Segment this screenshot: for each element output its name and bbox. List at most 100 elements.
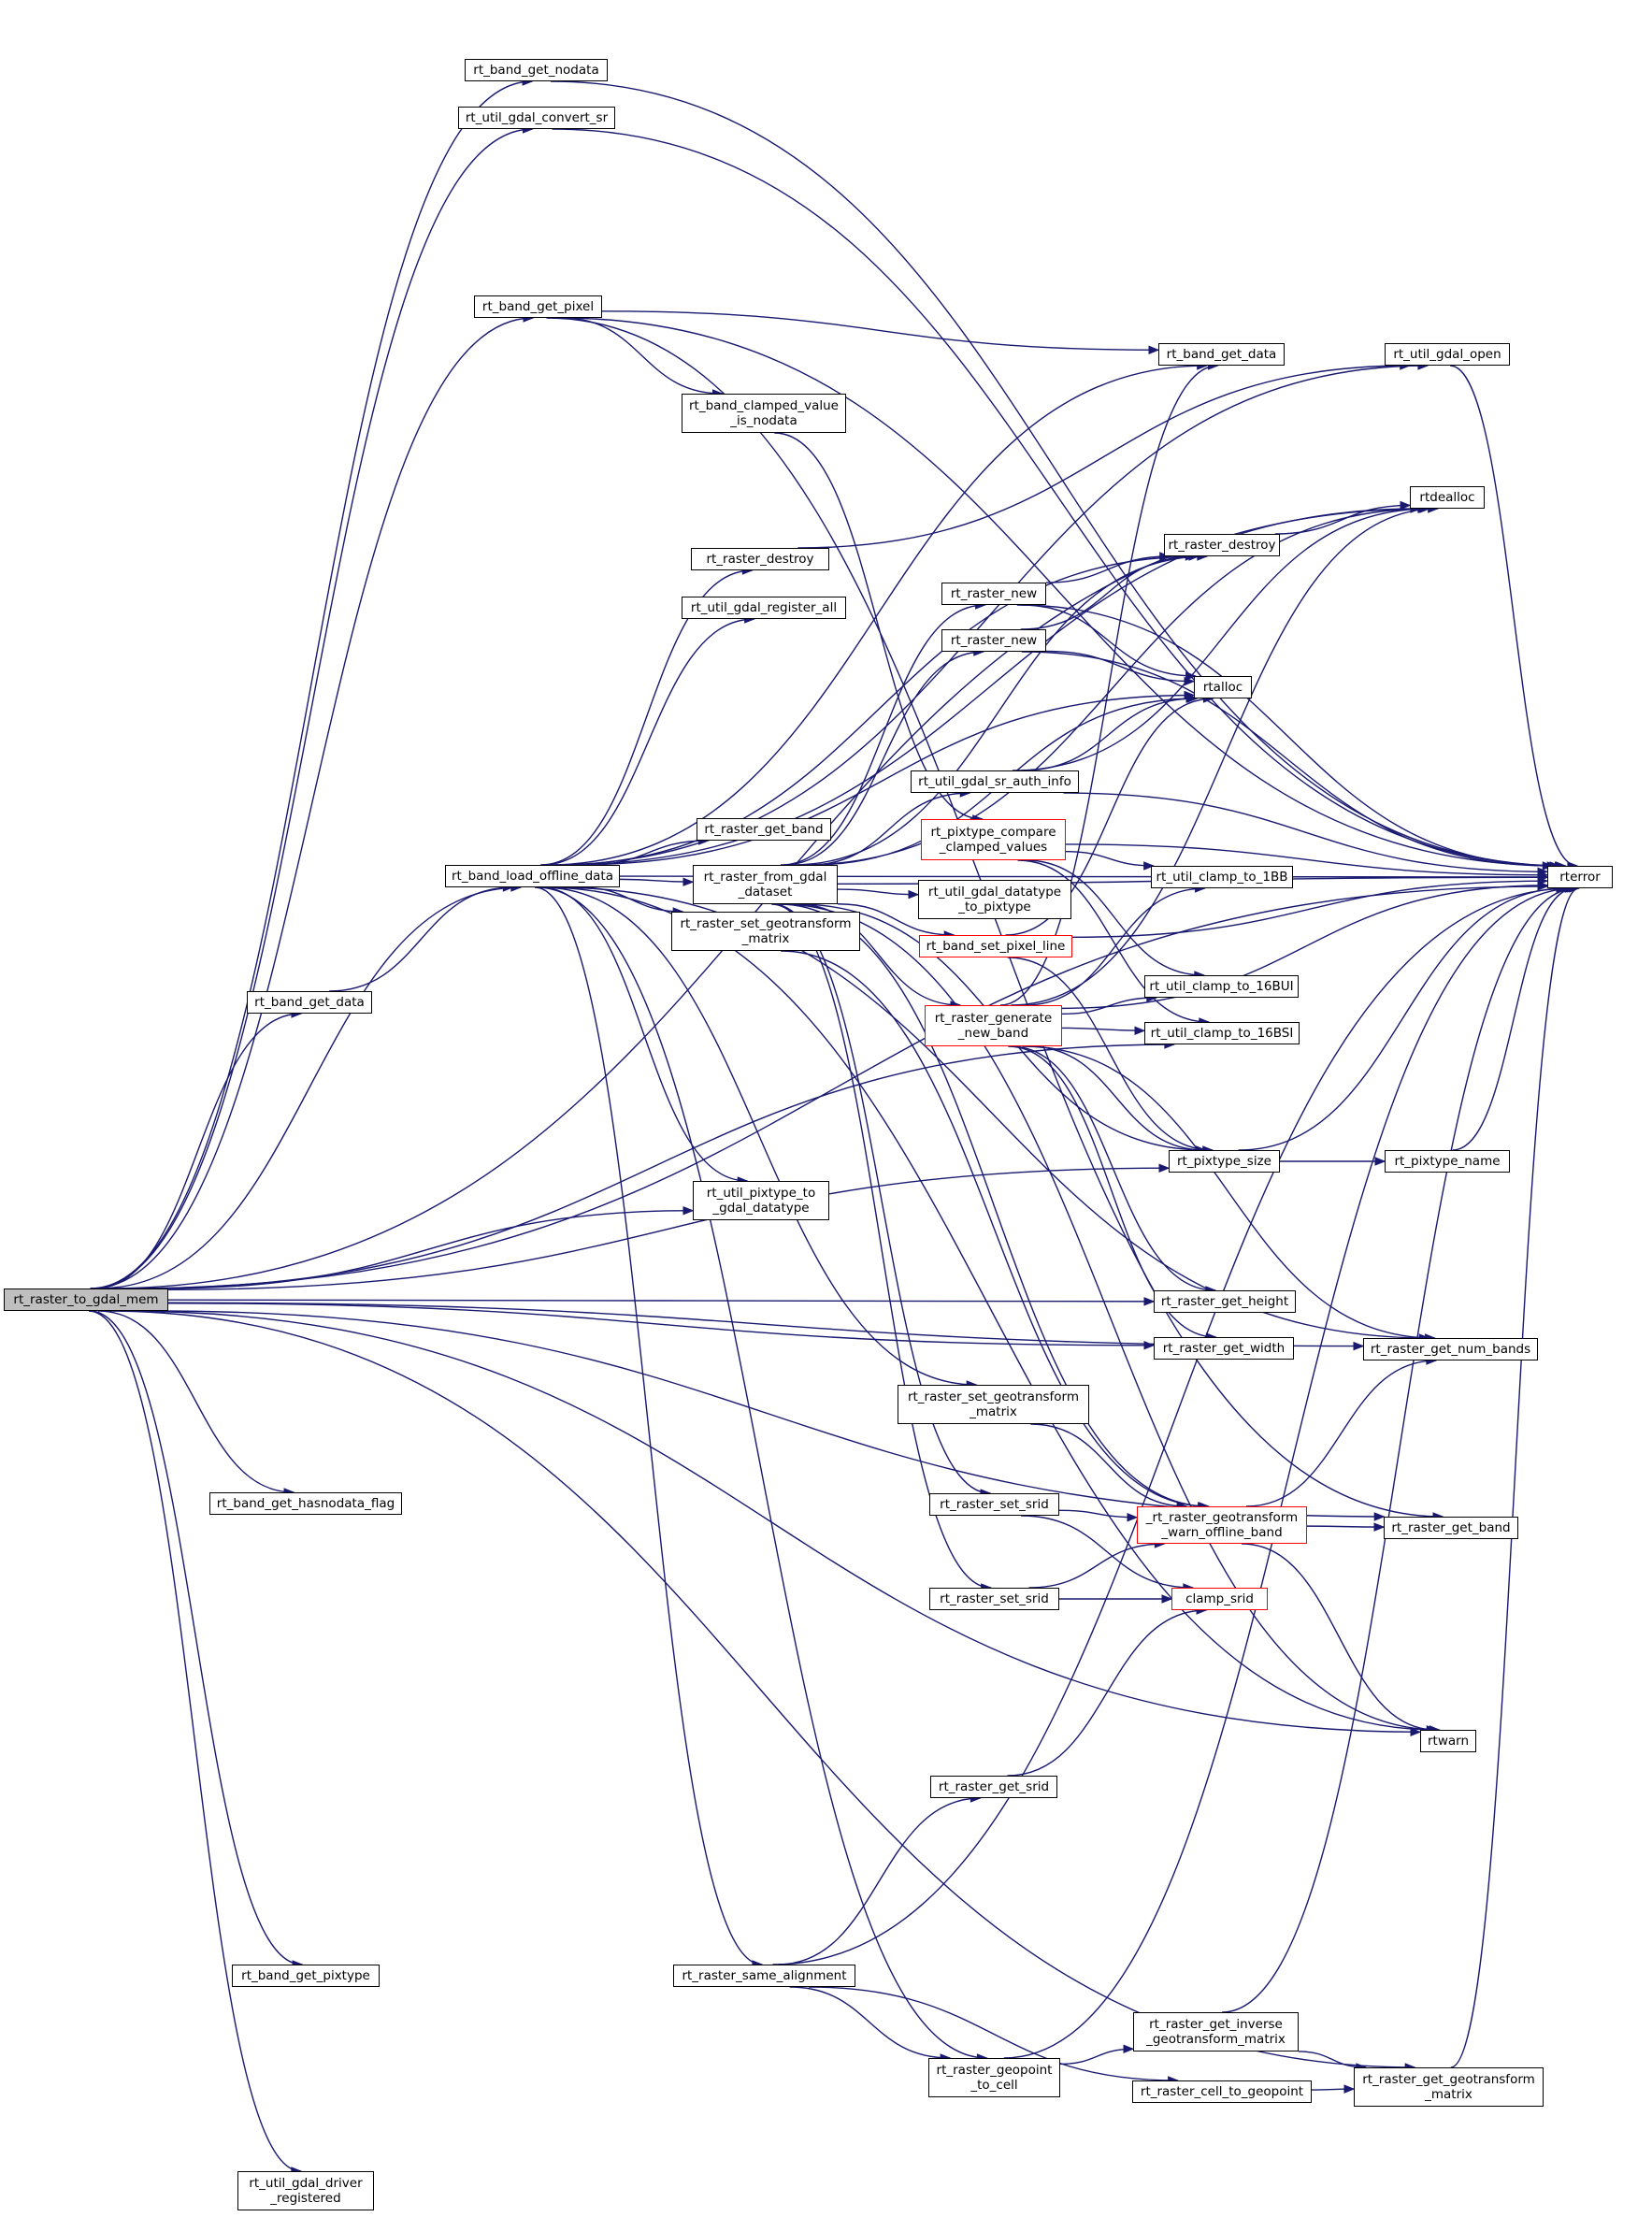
node-raster-get-band-mid[interactable]: rt_raster_get_band <box>697 818 831 841</box>
node-clamp-srid[interactable]: clamp_srid <box>1171 1588 1268 1610</box>
arrowhead <box>1373 1522 1386 1532</box>
node-band-get-nodata[interactable]: rt_band_get_nodata <box>465 59 608 81</box>
arrowhead <box>1374 1157 1386 1166</box>
node-util-gdal-convert-sr[interactable]: rt_util_gdal_convert_sr <box>458 107 615 129</box>
node-raster-new-1[interactable]: rt_raster_new <box>941 583 1046 605</box>
edge-band-load-offline-to-rtdealloc <box>559 508 1421 866</box>
edge-util-gdal-sr-auth-info-to-rterror <box>1063 792 1548 872</box>
edge-raster-set-geo-low-to-raster-geo-warn <box>1030 1423 1187 1507</box>
node-util-gdal-datatype[interactable]: rt_util_gdal_datatype _to_pixtype <box>918 880 1071 919</box>
arrowhead <box>1343 2084 1356 2094</box>
edge-band-load-offline-to-raster-destroy-right <box>555 555 1199 866</box>
edge-raster-new-1-to-rtalloc <box>1021 604 1196 677</box>
node-band-get-pixel[interactable]: rt_band_get_pixel <box>474 295 602 318</box>
edge-raster-new-2-to-rterror <box>1021 651 1553 867</box>
arrowhead <box>1373 1512 1386 1521</box>
node-raster-from-gdal[interactable]: rt_raster_from_gdal _dataset <box>693 865 838 904</box>
node-util-pixtype-to-gdal[interactable]: rt_util_pixtype_to _gdal_datatype <box>693 1181 829 1220</box>
edge-raster-generate-to-pixtype-size <box>1027 1045 1206 1151</box>
edge-pixtype-compare-to-util-clamp-1bb <box>1065 850 1154 867</box>
node-band-load-offline[interactable]: rt_band_load_offline_data <box>445 865 620 887</box>
edge-raster-from-gdal-to-raster-new-2 <box>783 651 984 866</box>
edge-root-to-raster-get-width <box>167 1303 1155 1346</box>
edge-root-to-band-get-data-left <box>94 1013 301 1289</box>
edge-raster-generate-to-rtdealloc <box>1011 508 1438 1006</box>
node-util-gdal-driver[interactable]: rt_util_gdal_driver _registered <box>237 2171 374 2210</box>
node-band-set-pixel-line[interactable]: rt_band_set_pixel_line <box>919 935 1072 957</box>
node-raster-set-srid-2[interactable]: rt_raster_set_srid <box>929 1588 1059 1610</box>
edge-raster-same-alignment-to-raster-get-srid <box>778 1797 981 1965</box>
node-raster-set-geo-mid[interactable]: rt_raster_set_geotransform _matrix <box>671 912 860 951</box>
edge-raster-new-2-to-rtalloc <box>1045 650 1195 683</box>
edge-raster-from-gdal-to-raster-geo-warn <box>779 903 1209 1507</box>
edge-band-load-offline-to-raster-from-gdal <box>619 878 694 883</box>
node-raster-get-srid[interactable]: rt_raster_get_srid <box>930 1776 1057 1798</box>
edge-raster-get-geotransform-to-rterror <box>1450 887 1579 2068</box>
edge-root-to-rtwarn <box>121 1310 1421 1733</box>
edge-root-to-rterror <box>125 885 1548 1289</box>
node-pixtype-compare[interactable]: rt_pixtype_compare _clamped_values <box>921 819 1066 860</box>
edge-util-gdal-open-to-rterror <box>1450 365 1577 867</box>
edge-band-load-offline-to-raster-get-band-mid <box>587 840 709 866</box>
edge-raster-from-gdal-to-band-set-pixel-line <box>837 903 955 936</box>
node-raster-geopoint-to-cell[interactable]: rt_raster_geopoint _to_cell <box>928 2058 1060 2097</box>
edge-band-get-pixel-to-band-get-data-top <box>601 310 1159 351</box>
edge-util-gdal-sr-auth-info-to-rtdealloc <box>1013 508 1429 771</box>
node-raster-get-height[interactable]: rt_raster_get_height <box>1154 1290 1296 1313</box>
arrowhead <box>1123 2044 1135 2054</box>
node-raster-get-num-bands[interactable]: rt_raster_get_num_bands <box>1363 1338 1538 1360</box>
edge-raster-get-inverse-to-rterror <box>1222 887 1577 2013</box>
node-raster-same-alignment[interactable]: rt_raster_same_alignment <box>673 1965 855 1987</box>
node-pixtype-name[interactable]: rt_pixtype_name <box>1385 1150 1510 1173</box>
node-raster-get-width[interactable]: rt_raster_get_width <box>1154 1337 1294 1360</box>
node-util-clamp-16bui[interactable]: rt_util_clamp_to_16BUI <box>1144 975 1299 998</box>
node-raster-get-inverse[interactable]: rt_raster_get_inverse _geotransform_matr… <box>1133 2012 1299 2051</box>
node-raster-set-srid-1[interactable]: rt_raster_set_srid <box>929 1493 1059 1516</box>
edge-root-to-util-clamp-16bsi <box>134 1044 1174 1289</box>
edge-root-to-band-get-nodata <box>90 80 533 1289</box>
node-raster-cell-to-geopoint[interactable]: rt_raster_cell_to_geopoint <box>1132 2080 1312 2103</box>
node-rtdealloc[interactable]: rtdealloc <box>1410 486 1485 509</box>
node-rtwarn[interactable]: rtwarn <box>1420 1730 1476 1752</box>
node-pixtype-size[interactable]: rt_pixtype_size <box>1169 1150 1280 1173</box>
node-raster-destroy-right[interactable]: rt_raster_destroy <box>1164 534 1280 556</box>
node-band-get-hasnodata[interactable]: rt_band_get_hasnodata_flag <box>209 1492 402 1515</box>
node-rtalloc[interactable]: rtalloc <box>1194 676 1252 698</box>
edge-util-gdal-sr-auth-info-to-rtalloc <box>1021 698 1197 771</box>
edge-root-to-band-load-offline <box>97 886 521 1289</box>
node-raster-generate[interactable]: rt_raster_generate _new_band <box>925 1005 1062 1046</box>
edge-raster-from-gdal-to-rtwarn <box>781 903 1440 1731</box>
edge-raster-get-srid-to-clamp-srid <box>1007 1609 1207 1777</box>
node-raster-get-band-right[interactable]: rt_raster_get_band <box>1384 1517 1518 1539</box>
edge-band-load-offline-to-band-get-data-top <box>547 365 1207 866</box>
node-raster-destroy-mid[interactable]: rt_raster_destroy <box>691 548 829 570</box>
node-util-clamp-1bb[interactable]: rt_util_clamp_to_1BB <box>1151 866 1293 888</box>
arrowhead <box>908 889 920 900</box>
node-raster-get-geotransform[interactable]: rt_raster_get_geotransform _matrix <box>1354 2067 1544 2107</box>
edge-raster-from-gdal-to-rtdealloc <box>799 508 1428 866</box>
edge-raster-set-srid-1-to-clamp-srid <box>1021 1515 1193 1589</box>
node-util-gdal-register-all[interactable]: rt_util_gdal_register_all <box>682 597 846 619</box>
node-band-get-data-top[interactable]: rt_band_get_data <box>1158 343 1285 366</box>
node-raster-set-geo-low[interactable]: rt_raster_set_geotransform _matrix <box>898 1385 1089 1424</box>
arrowhead <box>1143 861 1155 871</box>
node-util-clamp-16bsi[interactable]: rt_util_clamp_to_16BSI <box>1144 1022 1300 1044</box>
node-util-gdal-sr-auth-info[interactable]: rt_util_gdal_sr_auth_info <box>911 770 1079 793</box>
node-util-gdal-open[interactable]: rt_util_gdal_open <box>1385 343 1510 366</box>
node-raster-geo-warn[interactable]: _rt_raster_geotransform _warn_offline_ba… <box>1137 1506 1307 1544</box>
node-band-get-pixtype[interactable]: rt_band_get_pixtype <box>232 1965 380 1987</box>
node-rterror[interactable]: rterror <box>1547 866 1613 888</box>
edge-root-to-raster-get-height <box>167 1299 1155 1303</box>
arrowhead <box>1353 1341 1365 1351</box>
node-raster-new-2[interactable]: rt_raster_new <box>941 629 1046 652</box>
node-band-clamped[interactable]: rt_band_clamped_value _is_nodata <box>682 394 846 433</box>
node-band-get-data-left[interactable]: rt_band_get_data <box>247 991 372 1014</box>
edge-raster-from-gdal-to-util-gdal-sr-auth-info <box>809 792 970 866</box>
edge-raster-destroy-mid-to-util-gdal-open <box>797 365 1410 549</box>
edge-root-to-raster-get-band-right <box>152 1310 1385 1518</box>
edge-root-to-raster-get-num-bands <box>167 1302 1364 1347</box>
edge-band-load-offline-to-rtalloc <box>573 694 1195 866</box>
arrowhead <box>1148 345 1160 355</box>
node-root[interactable]: rt_raster_to_gdal_mem <box>4 1288 168 1311</box>
